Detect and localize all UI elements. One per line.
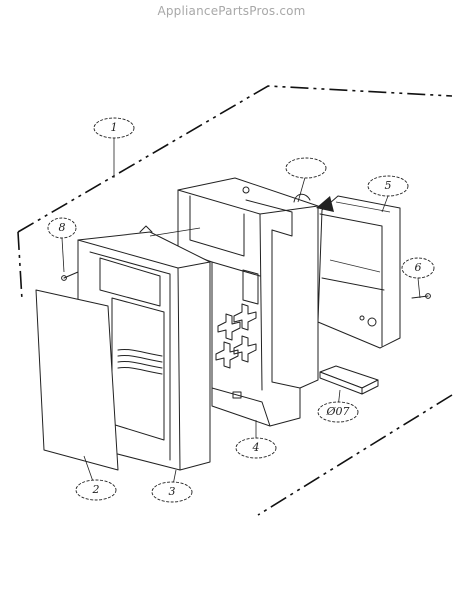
callout-6-label: 6: [415, 261, 422, 274]
callout-1-label: 1: [111, 121, 118, 134]
assembly-boundary: [17, 85, 453, 516]
callout-blank: [285, 157, 327, 179]
callout-7-label: Ø07: [325, 405, 349, 418]
callout-8: 8: [47, 217, 77, 239]
callout-1: 1: [93, 117, 135, 139]
callout-5-label: 5: [385, 179, 392, 192]
callout-5: 5: [367, 175, 409, 197]
watermark-text: AppliancePartsPros.com: [157, 4, 306, 18]
callout-7: Ø07: [317, 401, 359, 423]
callout-4: 4: [235, 437, 277, 459]
callout-8-label: 8: [59, 221, 66, 234]
control-panel-cover: [35, 289, 119, 471]
callout-6: 6: [401, 257, 435, 279]
screw-left: [61, 271, 79, 281]
callout-4-label: 4: [252, 441, 260, 454]
callout-2: 2: [75, 479, 117, 501]
connector-part: [319, 365, 379, 395]
circuit-board: [316, 195, 401, 349]
callout-3: 3: [151, 481, 193, 503]
callout-3-label: 3: [169, 485, 176, 498]
screw-right: [411, 293, 431, 299]
callout-2-label: 2: [92, 483, 100, 496]
